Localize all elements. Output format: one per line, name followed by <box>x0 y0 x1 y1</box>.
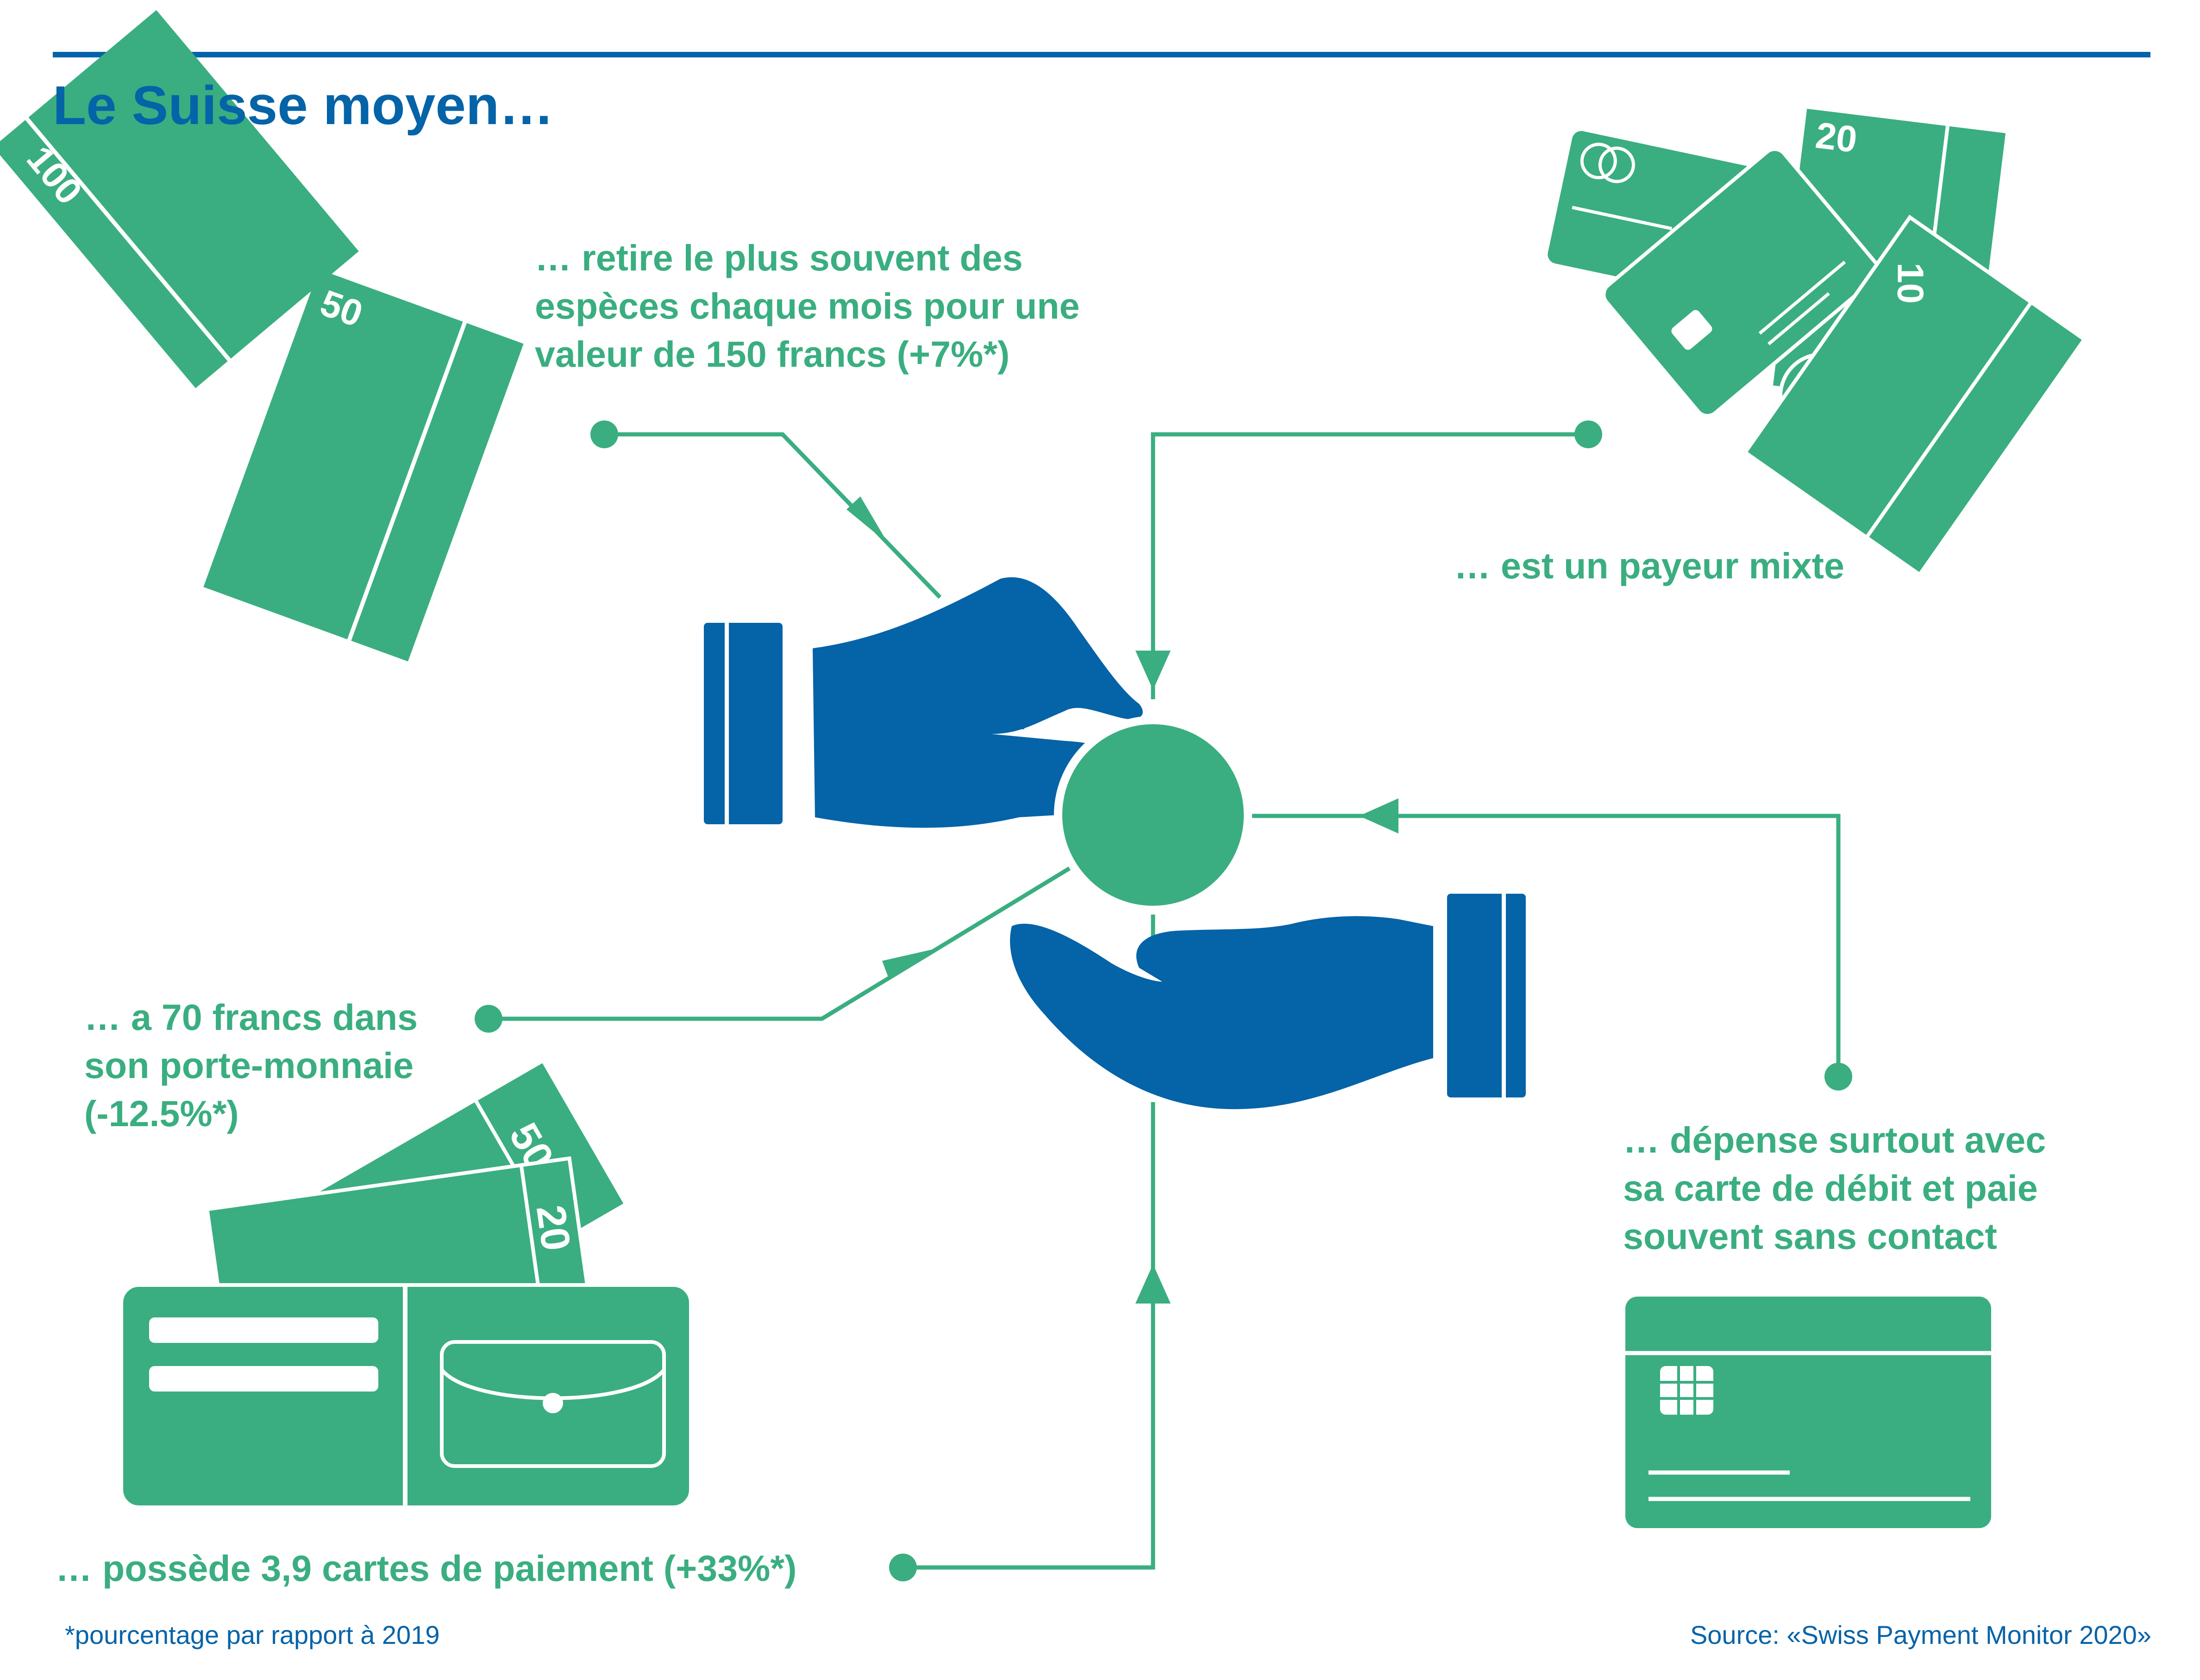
page-title: Le Suisse moyen… <box>53 75 554 136</box>
hand-receiving-icon <box>1010 894 1526 1110</box>
arrow-heads <box>846 496 1398 1304</box>
wallet-icon: 50 20 <box>119 1063 693 1509</box>
connector-debit-card <box>1250 814 1841 1077</box>
connector-mixed-payer <box>1151 432 1588 699</box>
coin-icon <box>1054 716 1252 914</box>
connector-wallet-cash <box>489 866 1071 1021</box>
footnote: *pourcentage par rapport à 2019 <box>65 1620 440 1649</box>
statement-mixed-payer: … est un payeur mixte <box>1454 545 1844 586</box>
connector-dots <box>475 420 1852 1581</box>
hand-giving-icon <box>704 577 1143 828</box>
statement-debit-card: … dépense surtout avec sa carte de débit… <box>1623 1119 2046 1257</box>
credit-card-icon <box>1625 1297 1991 1528</box>
arrow-withdraw <box>846 496 888 544</box>
source-note: Source: «Swiss Payment Monitor 2020» <box>1690 1620 2151 1649</box>
statement-cards-owned: … possède 3,9 cartes de paiement (+33%*) <box>56 1548 797 1589</box>
arrow-cards-owned <box>1135 1264 1171 1304</box>
banknote-10-label: 10 <box>1890 263 1931 304</box>
cards-and-notes-top-right-icon: 20 10 <box>1544 105 2087 577</box>
arrow-mixed-payer <box>1135 651 1171 690</box>
chip-icon <box>1660 1366 1713 1415</box>
top-rule <box>53 52 2150 57</box>
connector-cards-owned <box>903 1102 1155 1570</box>
arrow-debit-card <box>1359 798 1398 834</box>
banknote-20-label: 20 <box>1813 114 1859 160</box>
connector-withdraw <box>604 432 942 599</box>
wallet-banknote-20-label: 20 <box>528 1202 580 1254</box>
statement-wallet-cash: … a 70 francs dans son porte-monnaie (-1… <box>84 997 418 1134</box>
banknotes-top-left-icon: 100 50 <box>0 10 524 662</box>
connector-lines <box>489 432 1841 1570</box>
arrow-wallet-cash <box>882 949 933 979</box>
statement-withdraw: … retire le plus souvent des espèces cha… <box>535 237 1080 375</box>
